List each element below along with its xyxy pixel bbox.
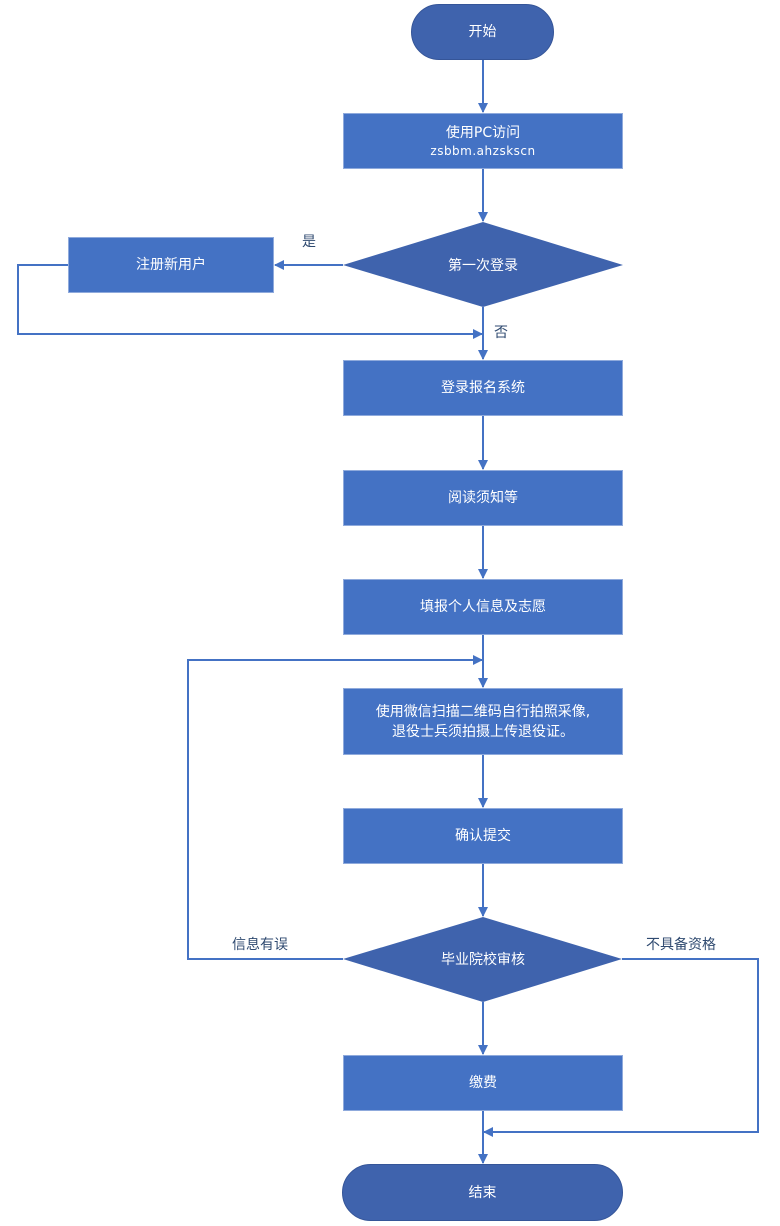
confirm-submit-label: 确认提交 xyxy=(455,828,511,844)
edge-review-to-photo xyxy=(187,655,483,960)
school-review-label: 毕业院校审核 xyxy=(441,952,525,968)
login-system-step: 登录报名系统 xyxy=(343,360,623,416)
visit-pc-label: 使用PC访问 xyxy=(445,125,521,141)
edge-register-to-login xyxy=(17,264,483,339)
edge-label-info-error: 信息有误 xyxy=(232,937,288,953)
photo-label-line2: 退役士兵须拍摄上传退役证。 xyxy=(392,723,574,740)
photo-step: 使用微信扫描二维码自行拍照采像, 退役士兵须拍摄上传退役证。 xyxy=(343,688,623,755)
end-label: 结束 xyxy=(468,1184,497,1201)
start-terminal: 开始 xyxy=(411,4,554,60)
register-step: 注册新用户 xyxy=(68,237,274,293)
start-label: 开始 xyxy=(468,24,497,40)
login-system-label: 登录报名系统 xyxy=(441,380,525,396)
decision-first-login-shape xyxy=(343,222,623,307)
end-terminal: 结束 xyxy=(342,1164,623,1221)
edge-label-no: 否 xyxy=(494,325,508,341)
edge-label-not-qualified: 不具备资格 xyxy=(646,937,716,953)
read-notice-step: 阅读须知等 xyxy=(343,470,623,526)
payment-step: 缴费 xyxy=(343,1055,623,1111)
fill-info-label: 填报个人信息及志愿 xyxy=(420,599,546,615)
visit-pc-url: zsbbm.ahzskscn xyxy=(430,144,536,158)
register-label: 注册新用户 xyxy=(136,257,206,273)
edge-review-to-end xyxy=(483,958,759,1137)
edge-label-yes: 是 xyxy=(302,234,316,250)
payment-label: 缴费 xyxy=(469,1075,497,1091)
school-review-label-box: 毕业院校审核 xyxy=(383,946,583,972)
visit-pc-step: 使用PC访问 zsbbm.ahzskscn xyxy=(343,113,623,169)
photo-label-line1: 使用微信扫描二维码自行拍照采像, xyxy=(375,703,591,720)
first-login-label-box: 第一次登录 xyxy=(383,252,583,278)
decision-school-review-shape xyxy=(343,917,622,1002)
read-notice-label: 阅读须知等 xyxy=(448,490,518,506)
first-login-label: 第一次登录 xyxy=(448,258,518,274)
confirm-submit-step: 确认提交 xyxy=(343,808,623,864)
fill-info-step: 填报个人信息及志愿 xyxy=(343,579,623,635)
